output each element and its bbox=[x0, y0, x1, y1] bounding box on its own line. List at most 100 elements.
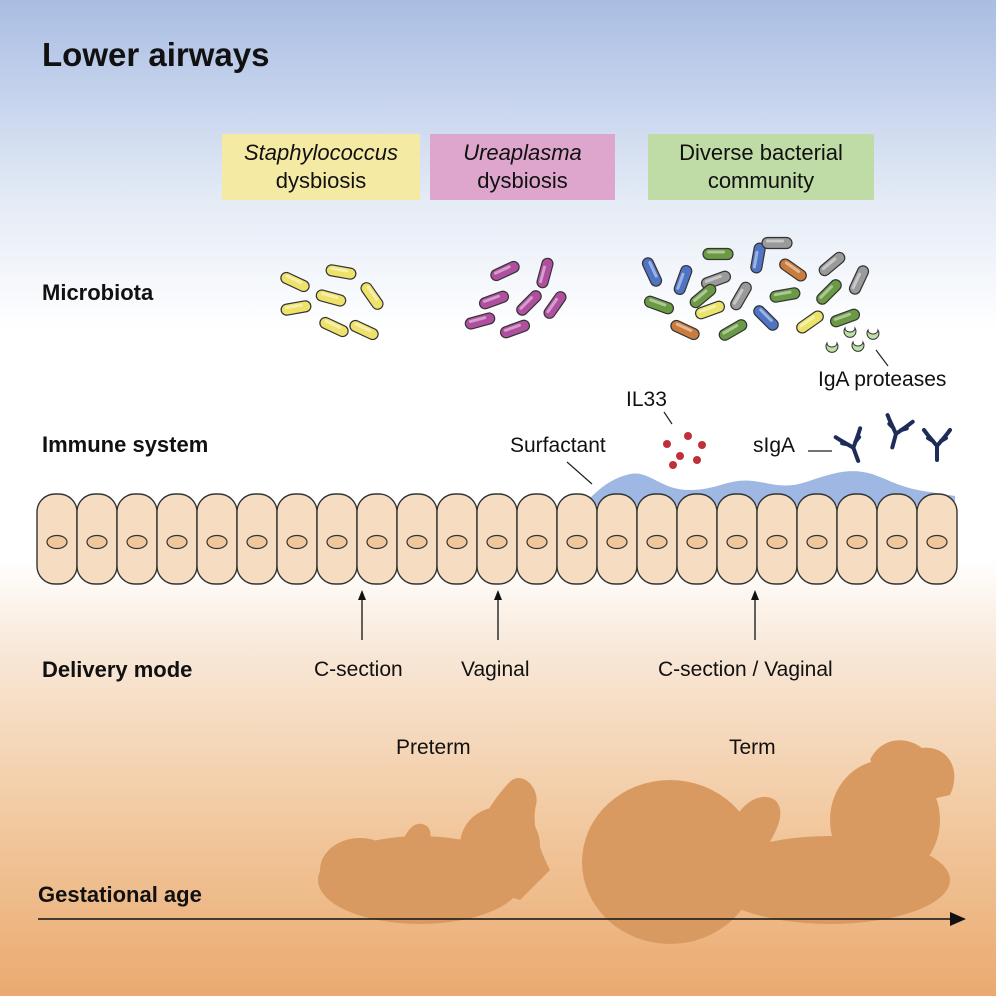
bacterium bbox=[718, 319, 748, 341]
bacterium bbox=[694, 300, 726, 320]
preterm-baby-silhouette bbox=[318, 778, 550, 924]
baby-silhouettes bbox=[318, 740, 955, 944]
delivery-mode-both: C-section / Vaginal bbox=[658, 658, 833, 681]
epithelial-cell bbox=[796, 493, 838, 585]
antibody-icon bbox=[833, 426, 863, 463]
epithelial-cell bbox=[596, 493, 638, 585]
figure-title: Lower airways bbox=[42, 36, 270, 73]
bacterium bbox=[779, 258, 807, 282]
siga-label: sIgA bbox=[753, 434, 796, 457]
staphylococcus-bacterium bbox=[319, 316, 349, 338]
section-microbiota: Microbiota bbox=[42, 280, 154, 305]
epithelial-cell bbox=[916, 493, 958, 585]
siga-antibodies bbox=[833, 413, 952, 463]
category-staphylococcus-desc: dysbiosis bbox=[275, 168, 367, 193]
iga-protease-particle bbox=[851, 340, 865, 352]
il33-particles bbox=[663, 432, 706, 469]
epithelial-cell bbox=[756, 493, 798, 585]
iga-proteases-pointer bbox=[875, 349, 889, 367]
bacterium bbox=[641, 257, 663, 287]
staphylococcus-bacteria bbox=[280, 264, 384, 341]
epithelial-cell bbox=[836, 493, 878, 585]
ureaplasma-bacterium bbox=[536, 257, 554, 289]
bacterium bbox=[689, 283, 717, 309]
delivery-mode-vaginal: Vaginal bbox=[461, 658, 530, 681]
bacterium bbox=[750, 242, 766, 274]
ureaplasma-bacterium bbox=[478, 290, 510, 310]
category-ureaplasma-desc: dysbiosis bbox=[477, 168, 568, 193]
preterm-label: Preterm bbox=[396, 736, 471, 759]
category-diverse-name: Diverse bacterial bbox=[679, 140, 843, 165]
bacterium bbox=[753, 305, 779, 331]
category-ureaplasma-name: Ureaplasma bbox=[463, 140, 582, 165]
bacterium bbox=[796, 310, 824, 334]
gestational-age-arrowhead bbox=[950, 912, 966, 926]
bacterium bbox=[670, 319, 700, 341]
epithelial-cell bbox=[156, 493, 198, 585]
antibody-icon bbox=[922, 428, 952, 462]
staphylococcus-bacterium bbox=[280, 300, 312, 316]
staphylococcus-bacterium bbox=[349, 319, 379, 341]
delivery-mode-c-section: C-section bbox=[314, 658, 403, 681]
staphylococcus-bacterium bbox=[280, 271, 310, 293]
il33-particle bbox=[676, 452, 684, 460]
epithelial-cell bbox=[236, 493, 278, 585]
ureaplasma-bacterium bbox=[499, 319, 531, 339]
bacterium bbox=[702, 247, 734, 261]
category-ureaplasma-box: Ureaplasma dysbiosis bbox=[430, 134, 615, 200]
ureaplasma-bacterium bbox=[516, 290, 542, 316]
bacterium bbox=[673, 264, 693, 296]
epithelial-cell bbox=[316, 493, 358, 585]
epithelial-cell bbox=[36, 493, 78, 585]
iga-protease-particles bbox=[825, 326, 880, 353]
epithelial-cell bbox=[676, 493, 718, 585]
diverse-bacteria bbox=[641, 236, 870, 341]
iga-proteases-label: IgA proteases bbox=[818, 368, 947, 391]
ureaplasma-bacteria bbox=[464, 257, 567, 339]
ureaplasma-bacterium bbox=[543, 291, 567, 319]
section-immune-system: Immune system bbox=[42, 432, 209, 457]
bacterium bbox=[730, 281, 752, 311]
bacterium bbox=[816, 279, 842, 305]
il33-label: IL33 bbox=[626, 388, 667, 411]
epithelial-cell bbox=[436, 493, 478, 585]
il33-particle bbox=[693, 456, 701, 464]
il33-particle bbox=[698, 441, 706, 449]
iga-protease-particle bbox=[825, 341, 839, 353]
bacterium bbox=[829, 308, 861, 328]
delivery-arrows bbox=[358, 590, 759, 640]
il33-particle bbox=[669, 461, 677, 469]
epithelial-cell bbox=[716, 493, 758, 585]
epithelial-cell bbox=[556, 493, 598, 585]
epithelial-cell bbox=[116, 493, 158, 585]
term-label: Term bbox=[729, 736, 776, 759]
il33-pointer bbox=[663, 411, 673, 425]
epithelial-cell-layer bbox=[36, 493, 958, 585]
il33-particle bbox=[684, 432, 692, 440]
bacterium bbox=[818, 251, 846, 277]
staphylococcus-bacterium bbox=[315, 289, 347, 307]
epithelial-cell bbox=[76, 493, 118, 585]
epithelial-cell bbox=[516, 493, 558, 585]
antibody-icon bbox=[885, 413, 915, 450]
vaginal-arrowhead bbox=[494, 590, 502, 600]
ureaplasma-bacterium bbox=[490, 260, 520, 282]
epithelial-cell bbox=[476, 493, 518, 585]
section-gestational-age: Gestational age bbox=[38, 882, 202, 907]
epithelial-cell bbox=[636, 493, 678, 585]
category-staphylococcus-box: Staphylococcus dysbiosis bbox=[222, 134, 420, 200]
epithelial-cell bbox=[356, 493, 398, 585]
section-delivery-mode: Delivery mode bbox=[42, 657, 193, 682]
ureaplasma-bacterium bbox=[464, 312, 496, 330]
category-staphylococcus-name: Staphylococcus bbox=[243, 140, 399, 165]
bacterium bbox=[761, 236, 793, 250]
epithelial-cell bbox=[276, 493, 318, 585]
c-section-arrowhead bbox=[358, 590, 366, 600]
il33-particle bbox=[663, 440, 671, 448]
bacterium bbox=[848, 265, 870, 295]
epithelial-cell bbox=[196, 493, 238, 585]
epithelial-cell bbox=[876, 493, 918, 585]
surfactant-pointer bbox=[566, 461, 593, 485]
